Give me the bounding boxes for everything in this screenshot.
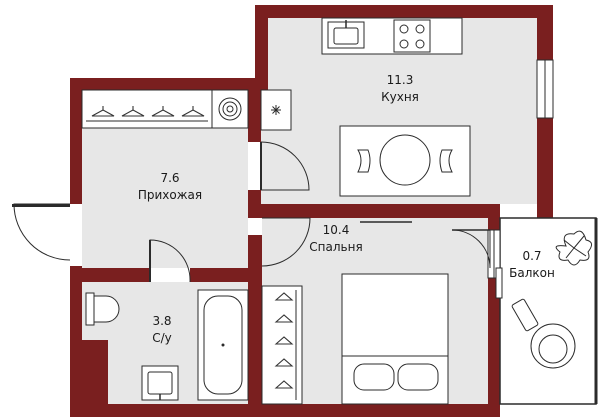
burner	[399, 24, 409, 34]
wall	[70, 404, 498, 417]
hanger-icon	[181, 106, 205, 117]
bathroom-area: 3.8	[152, 314, 171, 328]
hanger-icon	[121, 106, 145, 117]
hallway-area: 7.6	[160, 171, 179, 185]
lounge-chair-icon	[511, 298, 576, 369]
wall	[255, 5, 268, 90]
wall	[537, 118, 553, 218]
hanger-icon	[274, 380, 294, 389]
bedroom-area: 10.4	[323, 223, 350, 237]
plant-icon	[555, 230, 592, 266]
hanger-icon	[151, 106, 175, 117]
burner	[415, 24, 425, 34]
washer-cabinet	[211, 89, 249, 129]
washbasin-bowl	[147, 371, 173, 395]
wall	[488, 278, 500, 417]
wall	[82, 340, 108, 404]
hanger-icon	[274, 358, 294, 367]
wall	[82, 268, 150, 282]
chair	[357, 149, 371, 173]
hanger-icon	[274, 336, 294, 345]
drain	[221, 343, 225, 347]
hanger-icon	[274, 292, 294, 301]
burner	[415, 39, 425, 49]
kitchen-name: Кухня	[381, 90, 419, 104]
kitchen-area: 11.3	[387, 73, 414, 87]
bedroom-name: Спальня	[309, 240, 362, 254]
wardrobe	[81, 89, 213, 129]
kitchen-door	[260, 141, 310, 191]
bathroom-door	[149, 239, 191, 283]
wall	[537, 5, 553, 60]
bathroom-name: С/у	[152, 331, 172, 345]
wall	[70, 78, 82, 204]
chair	[439, 149, 453, 173]
wall	[248, 90, 261, 142]
entrance-door	[13, 203, 71, 261]
wall	[190, 268, 248, 282]
toilet	[93, 295, 120, 323]
wall	[486, 204, 500, 218]
bedroom-door	[261, 217, 311, 267]
hanger-icon	[274, 314, 294, 323]
bedroom-wardrobe	[261, 285, 303, 405]
stove	[393, 19, 431, 53]
hanger-icon	[91, 106, 115, 117]
hallway-name: Прихожая	[138, 188, 202, 202]
wall	[70, 266, 82, 417]
wall	[70, 78, 268, 90]
balcony-area: 0.7	[522, 249, 541, 263]
entrance-door-leaf	[12, 204, 70, 207]
pillow	[353, 363, 395, 391]
dining-table	[379, 134, 431, 186]
balcony-door	[451, 229, 491, 269]
wall	[488, 218, 500, 230]
toilet-tank	[85, 292, 95, 326]
sink-basin	[333, 27, 359, 45]
ventilation-icon	[271, 105, 281, 115]
wall	[255, 5, 553, 18]
washing-machine-icon	[218, 97, 242, 121]
pillow	[397, 363, 439, 391]
burner	[399, 39, 409, 49]
wall	[248, 204, 498, 218]
window	[495, 267, 503, 299]
wall	[248, 235, 262, 404]
balcony-name: Балкон	[509, 266, 555, 280]
